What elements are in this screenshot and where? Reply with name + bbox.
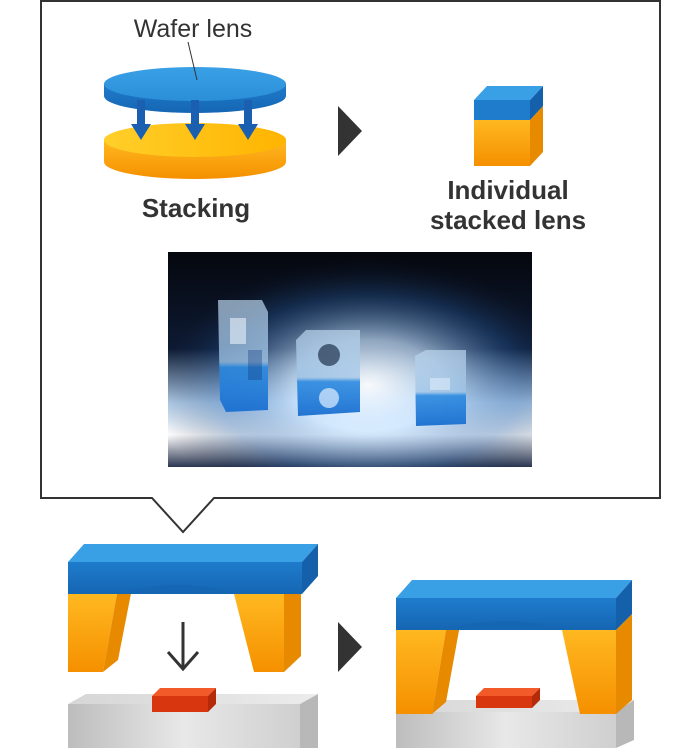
photo-lens-middle [296, 330, 360, 416]
arrow-down-icon [238, 100, 258, 140]
stacking-label: Stacking [142, 193, 250, 223]
lens-before-mount [68, 544, 318, 748]
lens-photo [168, 252, 532, 467]
individual-label-line2: stacked lens [430, 205, 586, 235]
arrow-down-icon [185, 100, 205, 140]
triangle-right-icon [338, 106, 362, 156]
wafer-lens-leader [187, 41, 198, 81]
stacking-arrows [131, 100, 258, 140]
individual-label-line1: Individual [447, 175, 568, 205]
blue-wafer [104, 67, 286, 113]
triangle-right-icon [338, 622, 362, 672]
lens-after-mount [396, 580, 634, 748]
wafer-stack-illustration [104, 41, 286, 179]
arrow-down-icon [166, 622, 200, 672]
wafer-lens-label: Wafer lens [134, 15, 253, 43]
photo-lens-left [218, 300, 268, 412]
photo-lens-right [415, 350, 466, 426]
individual-lens-cube [474, 86, 543, 166]
arrow-down-icon [131, 100, 151, 140]
